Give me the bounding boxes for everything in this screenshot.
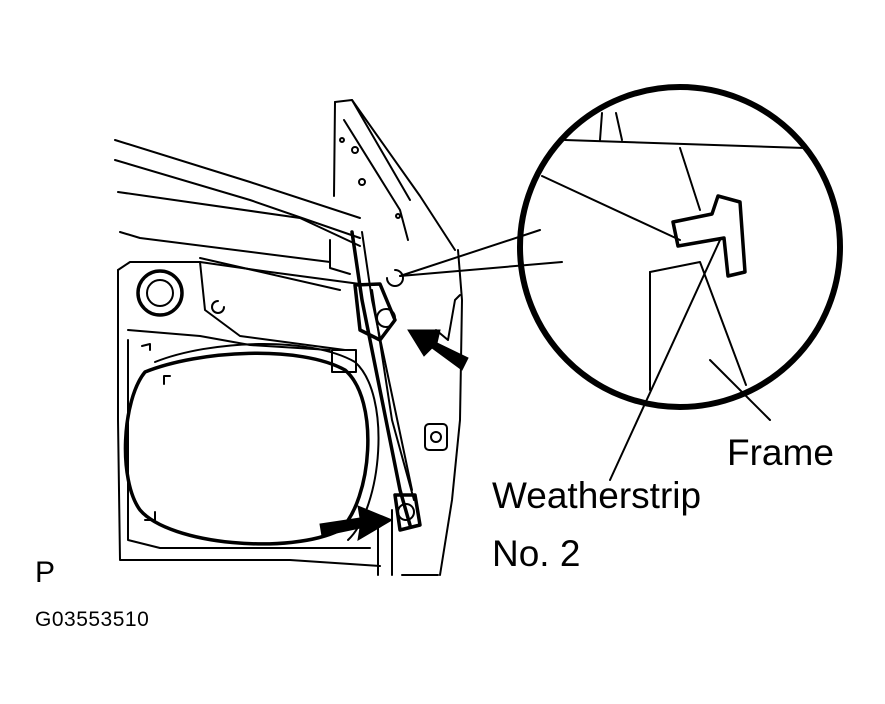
view-code-label: P	[35, 556, 56, 589]
figure-code-label: G03553510	[35, 608, 150, 631]
frame-label: Frame	[727, 432, 834, 473]
glass-run-channel	[350, 230, 422, 576]
speaker-opening	[123, 342, 380, 546]
door-outer-edge	[386, 249, 463, 576]
door-inner-panel	[117, 261, 381, 567]
weatherstrip-leader-line	[609, 239, 721, 481]
weatherstrip-label-line1: Weatherstrip	[492, 475, 702, 516]
door-upper-frame	[114, 139, 361, 291]
detail-magnifier	[517, 84, 843, 421]
mirror-triangle	[333, 99, 456, 251]
weatherstrip-label-line2: No. 2	[492, 533, 581, 574]
arrow-icon	[407, 329, 469, 371]
magnifier-pointer	[399, 229, 563, 277]
arrow-icon	[319, 505, 394, 541]
